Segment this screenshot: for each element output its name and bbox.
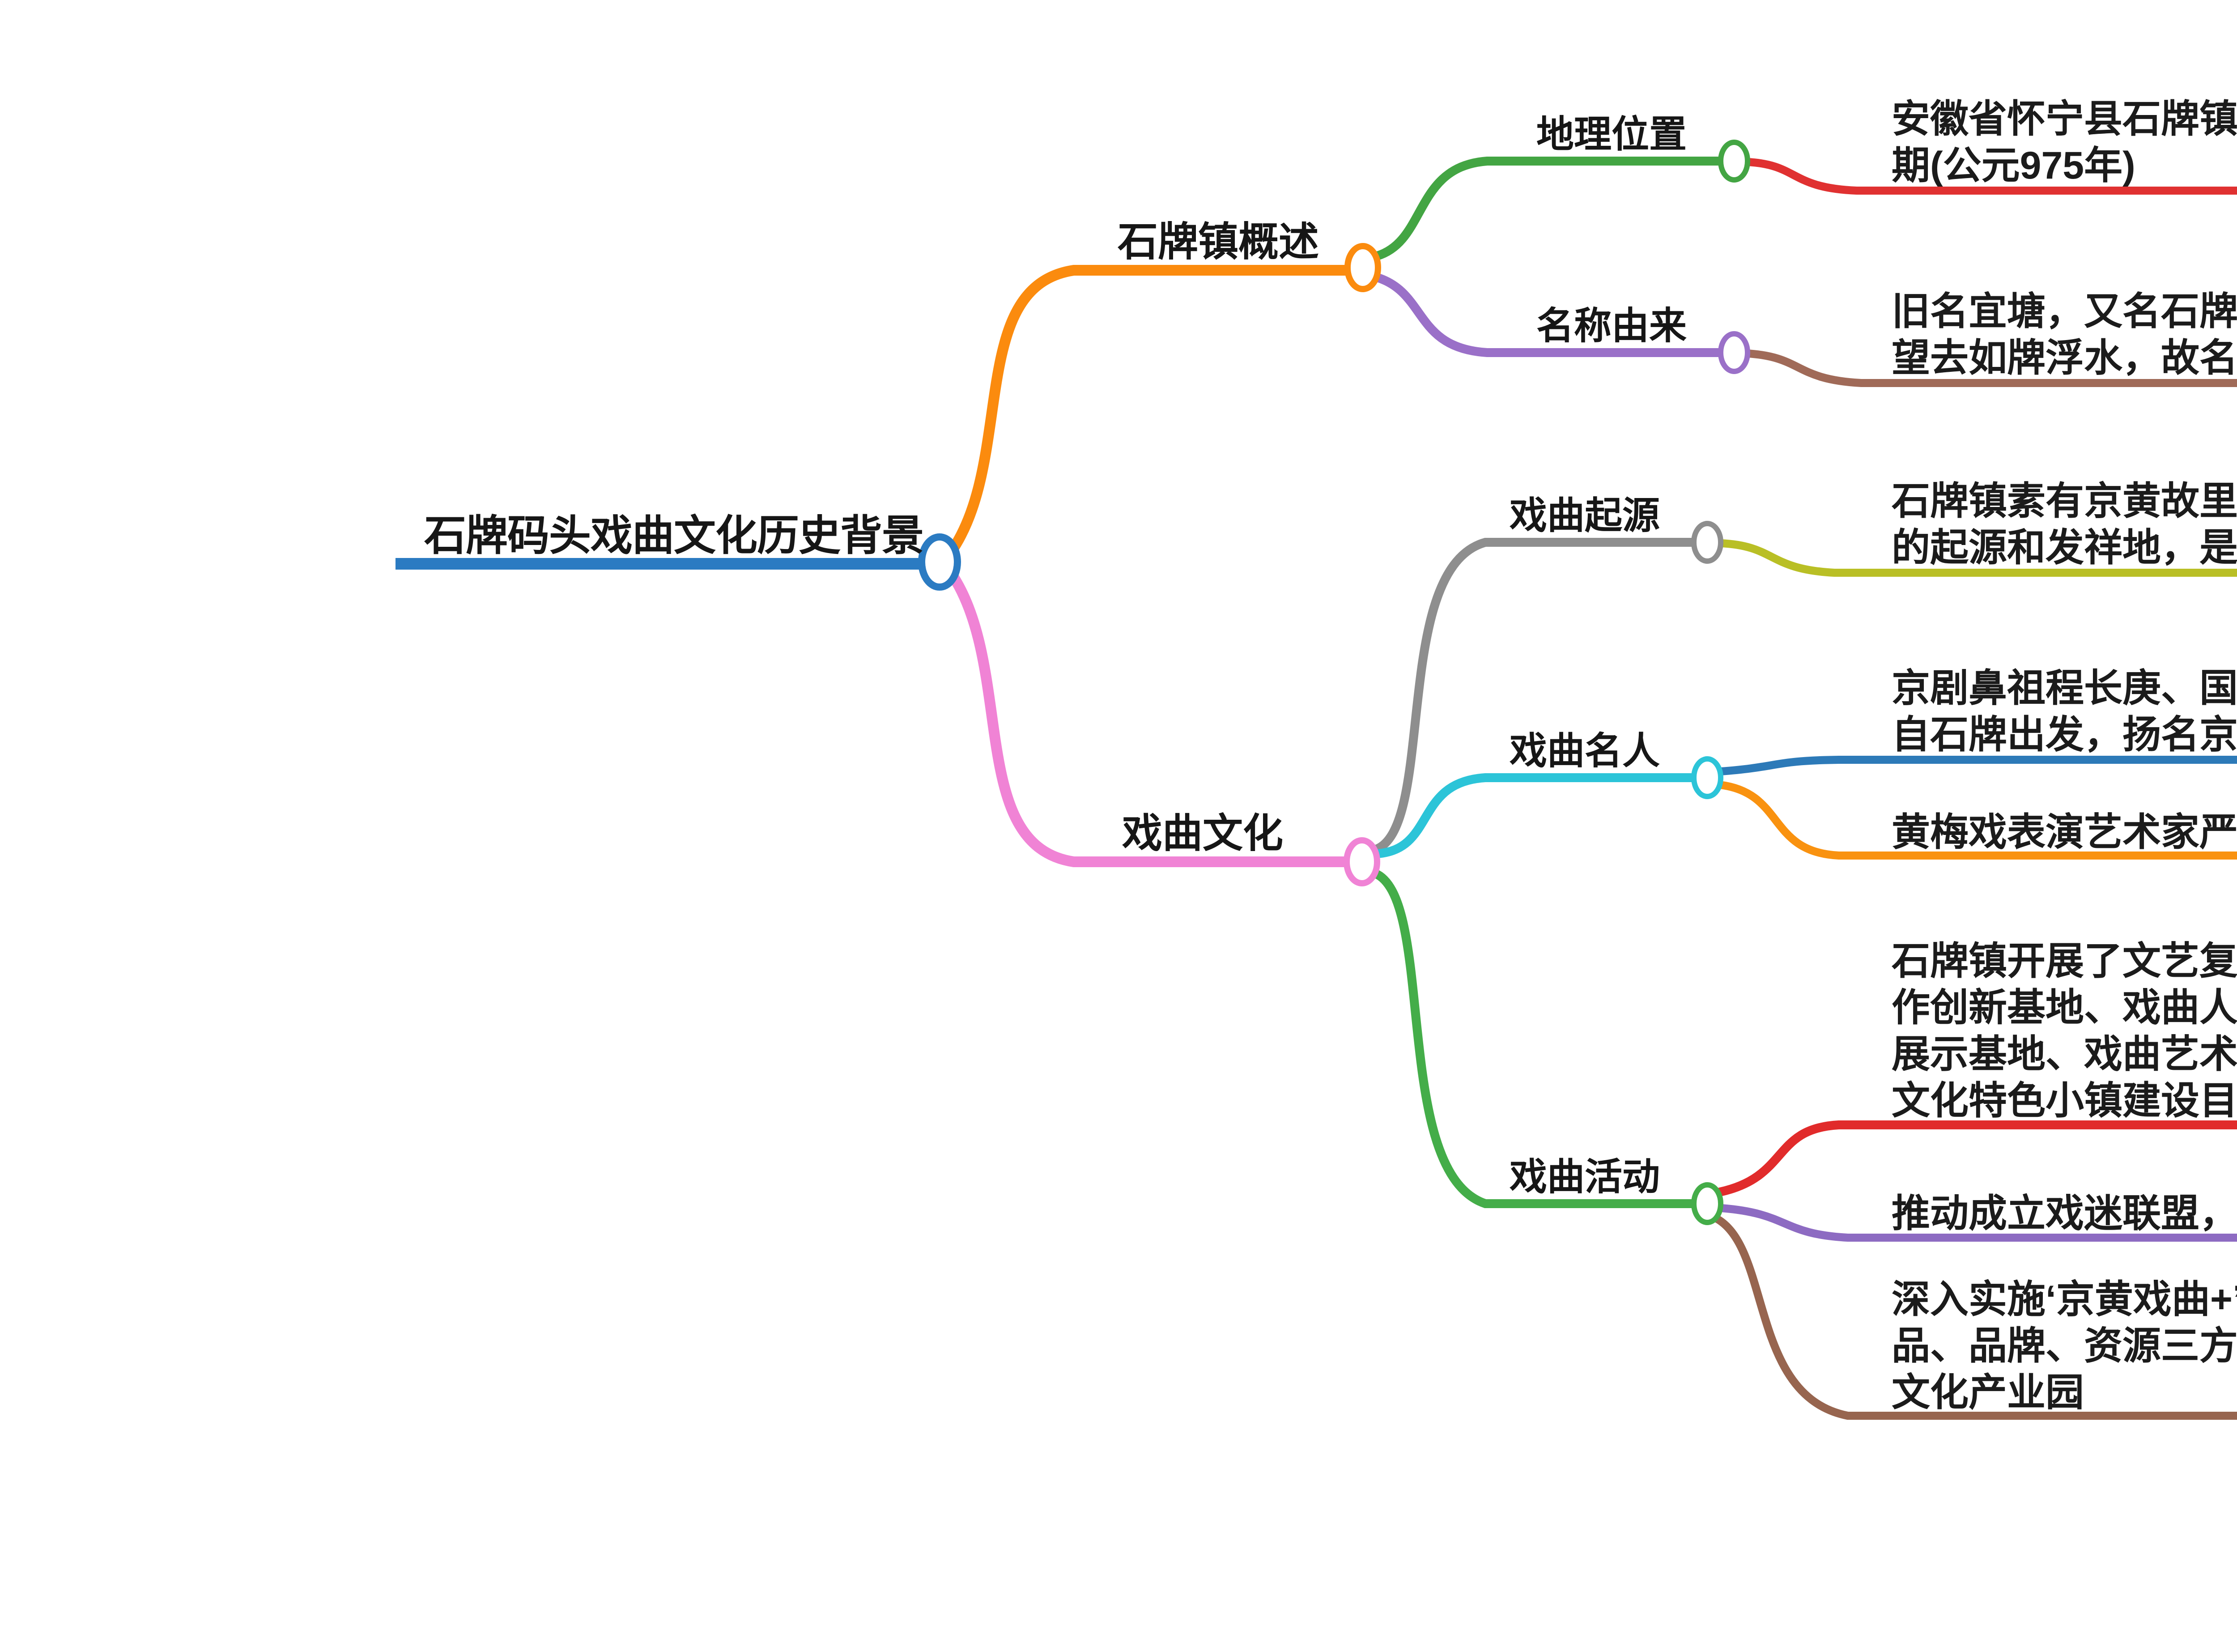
root-node-label[interactable]: 石牌码头戏曲文化历史背景	[424, 512, 924, 559]
note-celeb-peking[interactable]: 京剧鼻祖程长庚、国剧大师杨月楼、武生宗师杨小楼等均 自石牌出发，扬名京沪	[1892, 667, 2237, 756]
node-label-activity[interactable]: 戏曲活动	[1510, 1156, 1660, 1198]
edge-overview-geo	[1373, 157, 1724, 260]
edge-activity-note3	[1713, 1215, 2237, 1420]
edge-geo-note	[1744, 158, 2237, 195]
edge-celeb-note2	[1716, 781, 2237, 860]
note-celeb-huangmei[interactable]: 黄梅戏表演艺术家严凤英、王少舫等学艺并成名于此	[1892, 811, 2237, 854]
edge-celeb-note1	[1717, 756, 2237, 775]
node-circle-activity[interactable]	[1691, 1182, 1723, 1225]
edge-activity-note2	[1718, 1204, 2237, 1242]
note-opera-origin[interactable]: 石牌镇素有京黄故里，戏曲圣地的美誉，是徽剧和黄梅戏 的起源和发祥地，是京剧的重要…	[1892, 480, 2237, 569]
edge-root-culture	[945, 566, 1351, 867]
node-circle-celeb[interactable]	[1691, 756, 1723, 799]
node-circle-root[interactable]	[918, 533, 961, 591]
node-label-name[interactable]: 名称由来	[1536, 305, 1687, 347]
node-label-culture[interactable]: 戏曲文化	[1122, 811, 1283, 856]
edge-culture-celeb	[1373, 773, 1697, 858]
node-circle-culture[interactable]	[1344, 837, 1380, 886]
edge-culture-origin	[1372, 538, 1697, 854]
node-label-geo[interactable]: 地理位置	[1536, 113, 1687, 155]
node-label-celeb[interactable]: 戏曲名人	[1510, 730, 1660, 772]
edge-overview-name	[1373, 273, 1724, 357]
note-activity-union[interactable]: 推动成立戏迷联盟，建立特色戏曲文化国家级发展平台	[1892, 1192, 2237, 1235]
note-activity-town[interactable]: 石牌镇开展了文艺复兴之路，围绕打造中国戏曲文化的创 作创新基地、戏曲人才的培养培…	[1892, 940, 2237, 1122]
node-label-origin[interactable]: 戏曲起源	[1510, 494, 1660, 536]
node-label-overview[interactable]: 石牌镇概述	[1118, 220, 1319, 264]
node-circle-overview[interactable]	[1344, 243, 1381, 292]
node-circle-origin[interactable]	[1691, 521, 1723, 564]
edge-root-overview	[945, 265, 1352, 558]
edge-name-note	[1744, 349, 2237, 387]
note-activity-park[interactable]: 深入实施‘京黄戏曲+’工程，不断扩大黄梅戏影响，从产 品、品牌、资源三方面构建独…	[1892, 1278, 2237, 1414]
edge-origin-note	[1717, 539, 2237, 577]
edge-culture-activity	[1371, 869, 1697, 1208]
edge-activity-note1	[1715, 1120, 2237, 1196]
note-geo[interactable]: 安徽省怀宁县石牌镇，历史悠久，文献最早记载于南宋初 期(公元975年)	[1892, 98, 2237, 187]
node-circle-name[interactable]	[1718, 331, 1750, 374]
node-circle-geo[interactable]	[1718, 140, 1750, 183]
